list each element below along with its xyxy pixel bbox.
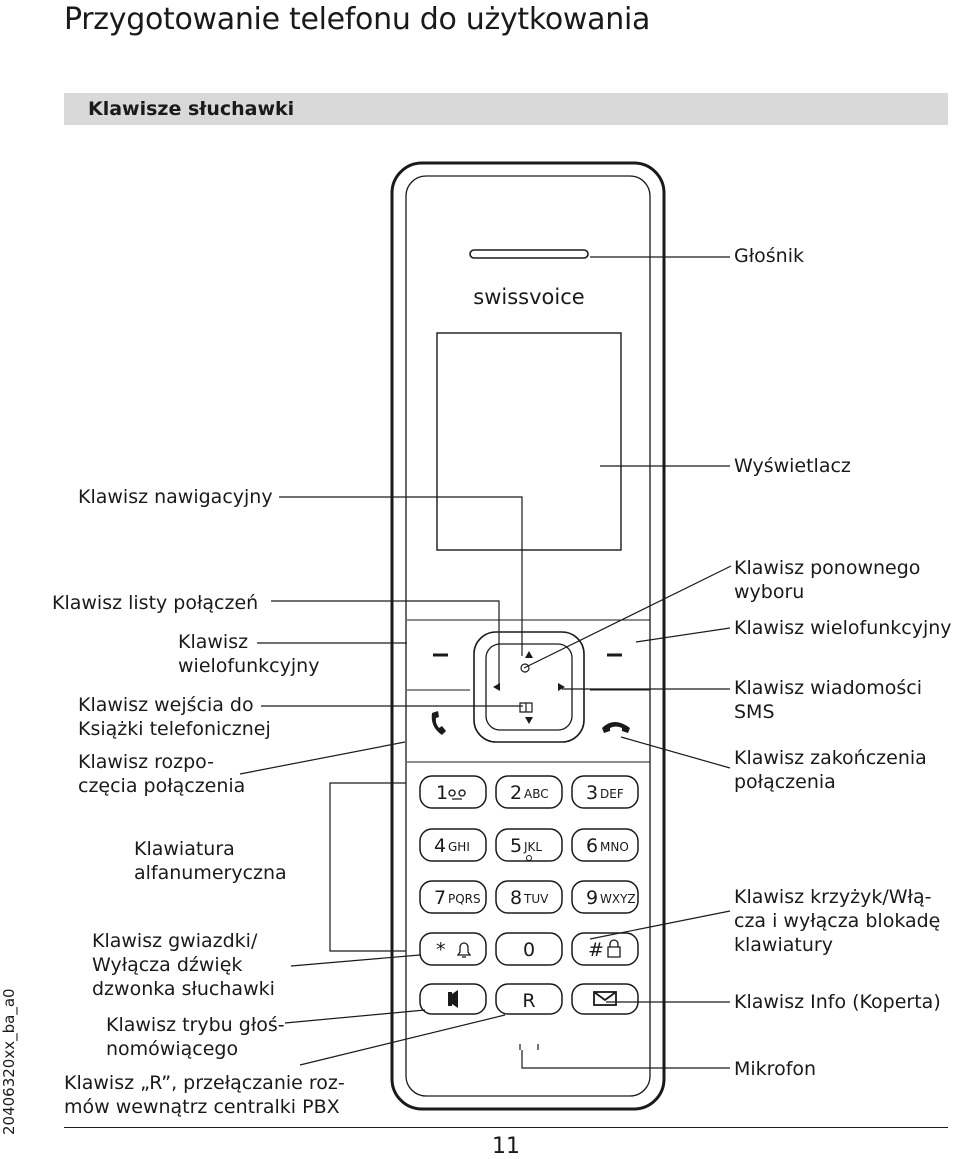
key-digit: 7 bbox=[434, 887, 446, 909]
bell-icon bbox=[456, 942, 472, 958]
leader-lines bbox=[239, 256, 732, 1069]
call-end-icon[interactable] bbox=[602, 722, 630, 733]
key-8[interactable] bbox=[495, 880, 563, 914]
key-digit: 1 bbox=[436, 782, 448, 804]
label-star-line1: Klawisz gwiazdki/ bbox=[92, 930, 258, 952]
key-letters: WXYZ bbox=[600, 892, 636, 906]
document-code: 20406320xx_ba_a0 bbox=[0, 988, 18, 1135]
brand-logo: swissvoice bbox=[473, 285, 584, 309]
key-letters: PQRS bbox=[448, 892, 481, 906]
page-title: Przygotowanie telefonu do użytkowania bbox=[64, 2, 651, 37]
speakerphone-key[interactable] bbox=[419, 983, 487, 1015]
label-display: Wyświetlacz bbox=[734, 455, 851, 477]
key-2[interactable] bbox=[495, 775, 563, 809]
key-7[interactable] bbox=[419, 880, 487, 914]
nav-up-arrow-icon bbox=[525, 651, 533, 658]
key-1[interactable] bbox=[419, 775, 487, 809]
key-letters: DEF bbox=[600, 787, 624, 801]
label-end-call-line1: Klawisz zakończenia bbox=[734, 747, 927, 769]
label-keypad-line1: Klawiatura bbox=[134, 838, 235, 860]
handset-inner-outline bbox=[405, 175, 651, 1097]
label-call-start-line1: Klawisz rozpo- bbox=[78, 751, 214, 773]
key-digit: 9 bbox=[586, 887, 598, 909]
label-hash-line1: Klawisz krzyżyk/Włą- bbox=[734, 886, 932, 908]
speakerphone-icon bbox=[448, 990, 458, 1008]
envelope-icon bbox=[593, 991, 617, 1006]
key-digit: 8 bbox=[510, 887, 522, 909]
label-nav-key: Klawisz nawigacyjny bbox=[78, 486, 273, 508]
section-header-bar bbox=[64, 93, 948, 125]
info-key[interactable] bbox=[571, 983, 639, 1015]
display-screen bbox=[436, 332, 622, 551]
label-star-line2: Wyłącza dźwięk bbox=[92, 954, 243, 976]
key-digit: 2 bbox=[510, 782, 522, 804]
lock-icon bbox=[607, 939, 621, 958]
earpiece-slot bbox=[469, 249, 589, 259]
label-r-key-line1: Klawisz „R”, przełączanie roz- bbox=[64, 1072, 345, 1094]
key-digit: 4 bbox=[434, 835, 446, 857]
key-digit: * bbox=[436, 939, 446, 961]
label-hash-line3: klawiatury bbox=[734, 934, 833, 956]
call-start-icon[interactable] bbox=[431, 711, 446, 735]
nav-left-arrow-icon bbox=[493, 683, 500, 691]
label-call-start-line2: częcia połączenia bbox=[78, 775, 246, 797]
label-call-list-key: Klawisz listy połączeń bbox=[52, 592, 259, 614]
r-key[interactable] bbox=[495, 983, 563, 1015]
label-sms-line2: SMS bbox=[734, 701, 775, 723]
key-4[interactable] bbox=[419, 828, 487, 862]
label-r-key-line2: mów wewnątrz centralki PBX bbox=[64, 1096, 340, 1118]
label-hash-line2: cza i wyłącza blokadę bbox=[734, 910, 941, 932]
page-number: 11 bbox=[492, 1134, 520, 1159]
voicemail-icon bbox=[448, 789, 466, 800]
key-letters: JKL bbox=[523, 840, 542, 854]
key-letters: MNO bbox=[600, 840, 629, 854]
label-microphone: Mikrofon bbox=[734, 1058, 817, 1080]
key-6[interactable] bbox=[571, 828, 639, 862]
key-digit: 6 bbox=[586, 835, 598, 857]
key-3[interactable] bbox=[571, 775, 639, 809]
label-earpiece: Głośnik bbox=[734, 245, 804, 267]
label-speakerphone-line1: Klawisz trybu głoś- bbox=[106, 1014, 285, 1036]
nav-right-arrow-icon bbox=[558, 683, 565, 691]
r-key-label: R bbox=[522, 990, 535, 1012]
key-digit: 5 bbox=[510, 835, 522, 857]
label-star-line3: dzwonka słuchawki bbox=[92, 978, 275, 1000]
key-letters: ABC bbox=[524, 787, 549, 801]
label-end-call-line2: połączenia bbox=[734, 771, 836, 793]
tactile-dot bbox=[526, 855, 532, 861]
label-redial-line2: wyboru bbox=[734, 581, 805, 603]
key-star[interactable] bbox=[419, 932, 487, 966]
key-letters: TUV bbox=[523, 892, 549, 906]
navigation-key-inner[interactable] bbox=[485, 643, 573, 731]
navigation-key-outer[interactable] bbox=[473, 631, 585, 743]
phonebook-icon bbox=[519, 702, 533, 713]
label-multifunction-left-line1: Klawisz bbox=[178, 631, 249, 653]
label-redial-line1: Klawisz ponownego bbox=[734, 557, 921, 579]
label-speakerphone-line2: nomówiącego bbox=[106, 1038, 239, 1060]
label-multifunction-right: Klawisz wielofunkcyjny bbox=[734, 617, 952, 639]
section-title: Klawisze słuchawki bbox=[88, 98, 295, 120]
key-hash[interactable] bbox=[571, 932, 639, 966]
label-phonebook-line2: Książki telefonicznej bbox=[78, 718, 271, 740]
footer-rule bbox=[64, 1127, 948, 1128]
label-phonebook-line1: Klawisz wejścia do bbox=[78, 694, 254, 716]
nav-down-arrow-icon bbox=[525, 717, 533, 724]
key-9[interactable] bbox=[571, 880, 639, 914]
label-multifunction-left-line2: wielofunkcyjny bbox=[178, 655, 320, 677]
label-sms-line1: Klawisz wiadomości bbox=[734, 677, 923, 699]
key-digit: # bbox=[588, 939, 604, 961]
label-keypad-line2: alfanumeryczna bbox=[134, 862, 287, 884]
handset-outline bbox=[390, 161, 666, 1111]
key-0[interactable] bbox=[495, 932, 563, 966]
key-letters: GHI bbox=[448, 840, 470, 854]
key-digit: 0 bbox=[523, 939, 535, 961]
key-digit: 3 bbox=[586, 782, 598, 804]
redial-icon bbox=[520, 663, 530, 673]
bottom-key-row[interactable]: R bbox=[419, 983, 639, 1015]
label-info-key: Klawisz Info (Koperta) bbox=[734, 991, 941, 1013]
